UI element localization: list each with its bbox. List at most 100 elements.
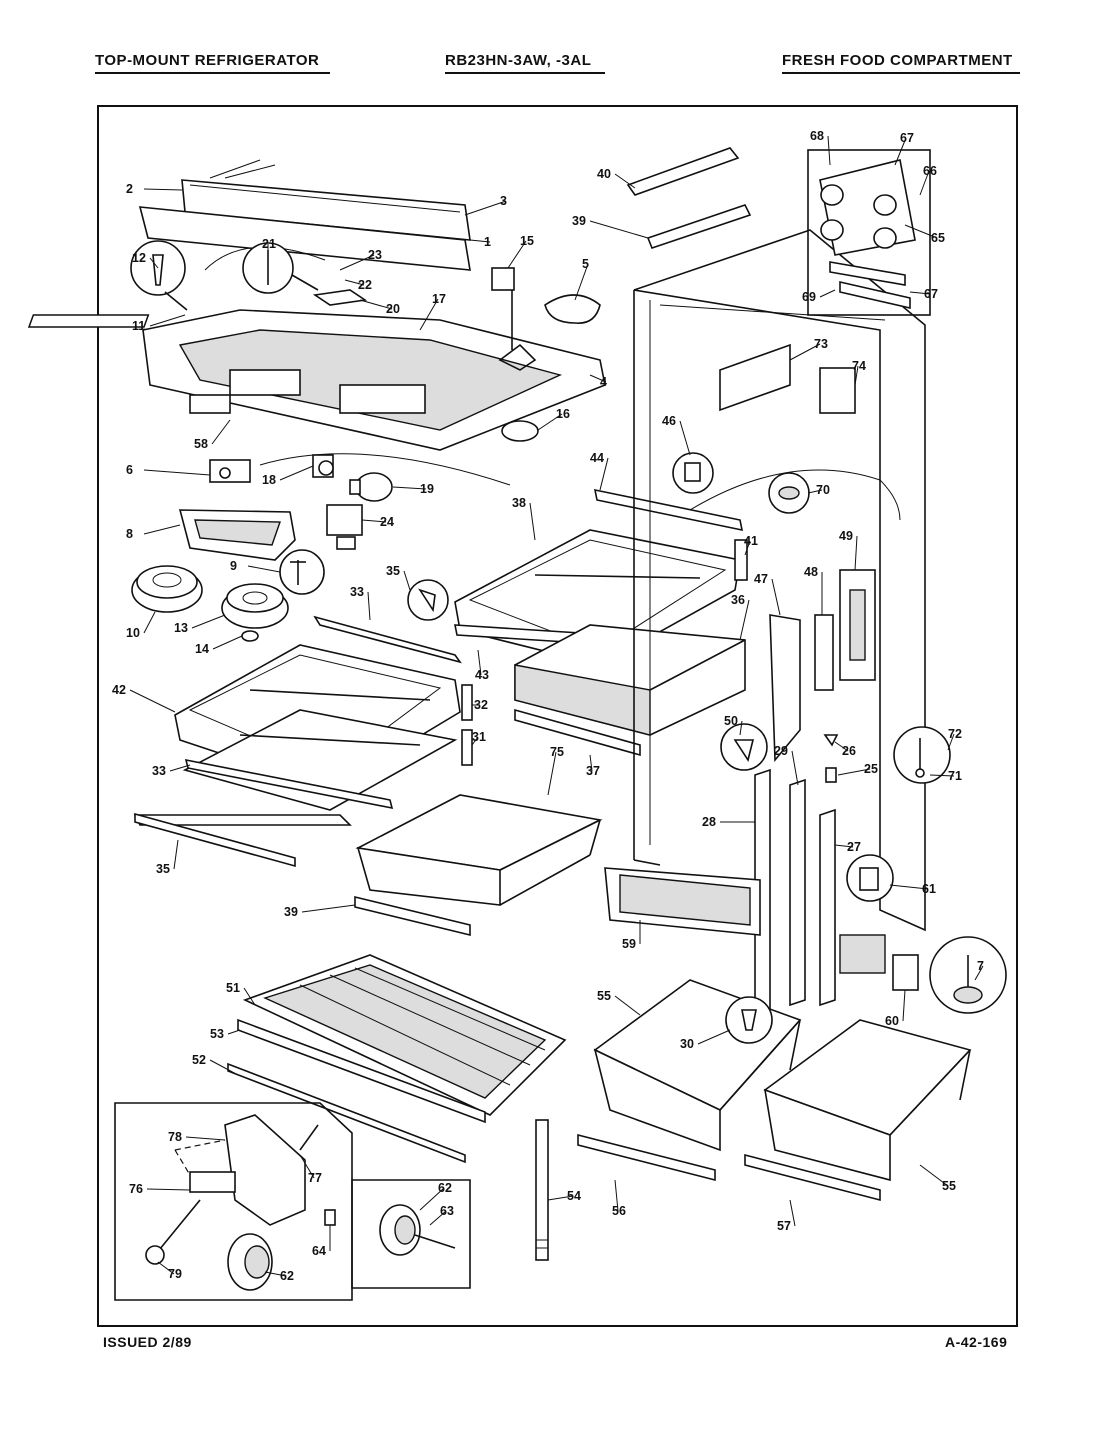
pan-trim-39 bbox=[354, 895, 471, 937]
sensor-plate-part bbox=[312, 289, 368, 306]
callout-number: 59 bbox=[622, 937, 636, 951]
leveling-rod-54 bbox=[535, 1119, 549, 1261]
callout-leader bbox=[429, 1210, 447, 1226]
callout-leader bbox=[697, 1029, 731, 1045]
socket-part bbox=[312, 454, 334, 478]
detail-circle-30 bbox=[725, 996, 773, 1044]
callout-number: 5 bbox=[582, 257, 589, 271]
callout-leader bbox=[614, 995, 641, 1016]
roller-inset-box bbox=[351, 1179, 471, 1289]
callout-leader bbox=[419, 1187, 445, 1211]
track-39-top bbox=[646, 204, 752, 249]
callout-leader bbox=[894, 137, 907, 166]
callout-leader bbox=[529, 502, 536, 541]
callout-number: 18 bbox=[262, 473, 276, 487]
callout-number: 56 bbox=[612, 1204, 626, 1218]
callout-leader bbox=[279, 465, 314, 481]
callout-number: 23 bbox=[368, 248, 382, 262]
callout-number: 64 bbox=[312, 1244, 326, 1258]
control-housing-assembly bbox=[138, 159, 471, 271]
callout-number: 50 bbox=[724, 714, 738, 728]
callout-leader bbox=[807, 489, 823, 494]
grille-block bbox=[839, 934, 886, 974]
callout-number: 71 bbox=[948, 769, 962, 783]
callout-number: 33 bbox=[152, 764, 166, 778]
callout-number: 1 bbox=[484, 235, 491, 249]
callout-number: 14 bbox=[195, 642, 209, 656]
cabinet-liner bbox=[633, 229, 926, 932]
callout-leader bbox=[419, 298, 439, 331]
crisper-trim-57 bbox=[744, 1153, 881, 1202]
callout-number: 62 bbox=[438, 1181, 452, 1195]
callout-leader bbox=[947, 733, 955, 751]
callout-number: 17 bbox=[432, 292, 446, 306]
callout-number: 68 bbox=[810, 129, 824, 143]
thermostat-assembly bbox=[209, 459, 251, 483]
screw-25 bbox=[825, 767, 837, 783]
callout-number: 35 bbox=[156, 862, 170, 876]
shelf-assembly-42 bbox=[133, 644, 461, 826]
callout-number: 75 bbox=[550, 745, 564, 759]
crisper-pan-75 bbox=[355, 794, 603, 906]
callout-number: 67 bbox=[900, 131, 914, 145]
track-40 bbox=[626, 147, 740, 196]
callout-leader bbox=[771, 578, 781, 616]
clip-26 bbox=[823, 734, 839, 747]
callout-leader bbox=[143, 469, 211, 476]
callout-number: 55 bbox=[942, 1179, 956, 1193]
callout-number: 6 bbox=[126, 463, 133, 477]
callout-number: 57 bbox=[777, 1219, 791, 1233]
callout-leader bbox=[574, 263, 589, 301]
callout-number: 48 bbox=[804, 565, 818, 579]
callout-number: 39 bbox=[284, 905, 298, 919]
callout-leader bbox=[739, 599, 750, 641]
callout-number: 33 bbox=[350, 585, 364, 599]
callout-leader bbox=[589, 374, 607, 383]
callout-leader bbox=[904, 224, 938, 239]
callout-leader bbox=[589, 754, 593, 772]
detail-circle-70 bbox=[768, 472, 810, 514]
callout-number: 49 bbox=[839, 529, 853, 543]
callout-leader bbox=[789, 1199, 796, 1227]
callout-leader bbox=[679, 420, 691, 456]
drawer-36 bbox=[514, 624, 746, 736]
callout-leader bbox=[919, 1164, 949, 1187]
cover-48 bbox=[814, 614, 834, 691]
callout-leader bbox=[902, 989, 906, 1022]
light-shield-assembly bbox=[142, 290, 606, 451]
callout-leader bbox=[929, 774, 955, 777]
callout-leader bbox=[739, 720, 743, 736]
detail-circle-50 bbox=[720, 723, 768, 771]
callout-leader bbox=[889, 884, 929, 890]
shelf-trim-44 bbox=[593, 488, 744, 532]
callout-number: 66 bbox=[923, 164, 937, 178]
shelf-trim-33-top bbox=[313, 615, 462, 664]
callout-number: 69 bbox=[802, 290, 816, 304]
callout-leader bbox=[837, 768, 871, 776]
callout-number: 42 bbox=[112, 683, 126, 697]
callout-leader bbox=[834, 844, 854, 848]
bracket-41 bbox=[734, 539, 748, 581]
callout-leader bbox=[157, 1261, 175, 1275]
callout-number: 72 bbox=[948, 727, 962, 741]
callout-number: 63 bbox=[440, 1204, 454, 1218]
bracket-74 bbox=[819, 367, 856, 414]
callout-number: 70 bbox=[816, 483, 830, 497]
knob-part bbox=[491, 267, 515, 291]
callout-number: 67 bbox=[924, 287, 938, 301]
callout-leader bbox=[211, 419, 231, 445]
callout-number: 39 bbox=[572, 214, 586, 228]
callout-number: 16 bbox=[556, 407, 570, 421]
callout-number: 31 bbox=[472, 730, 486, 744]
roller-62-left bbox=[227, 1233, 273, 1291]
callout-leader bbox=[146, 1188, 191, 1191]
callout-number: 46 bbox=[662, 414, 676, 428]
callout-leader bbox=[149, 257, 159, 269]
drawer-trim-37 bbox=[514, 708, 641, 757]
callout-leader bbox=[744, 540, 751, 556]
callout-number: 15 bbox=[520, 234, 534, 248]
callout-number: 28 bbox=[702, 815, 716, 829]
callout-number: 21 bbox=[262, 237, 276, 251]
callout-number: 12 bbox=[132, 251, 146, 265]
